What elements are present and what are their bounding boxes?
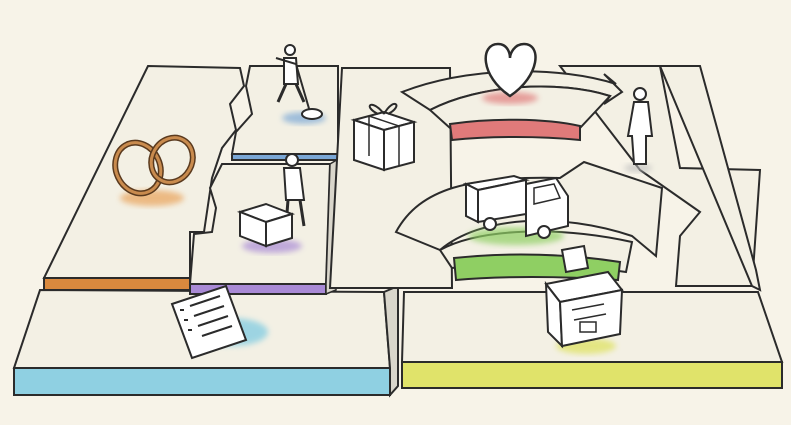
heart-icon: [482, 44, 538, 104]
delivery-truck-icon: [466, 176, 568, 245]
